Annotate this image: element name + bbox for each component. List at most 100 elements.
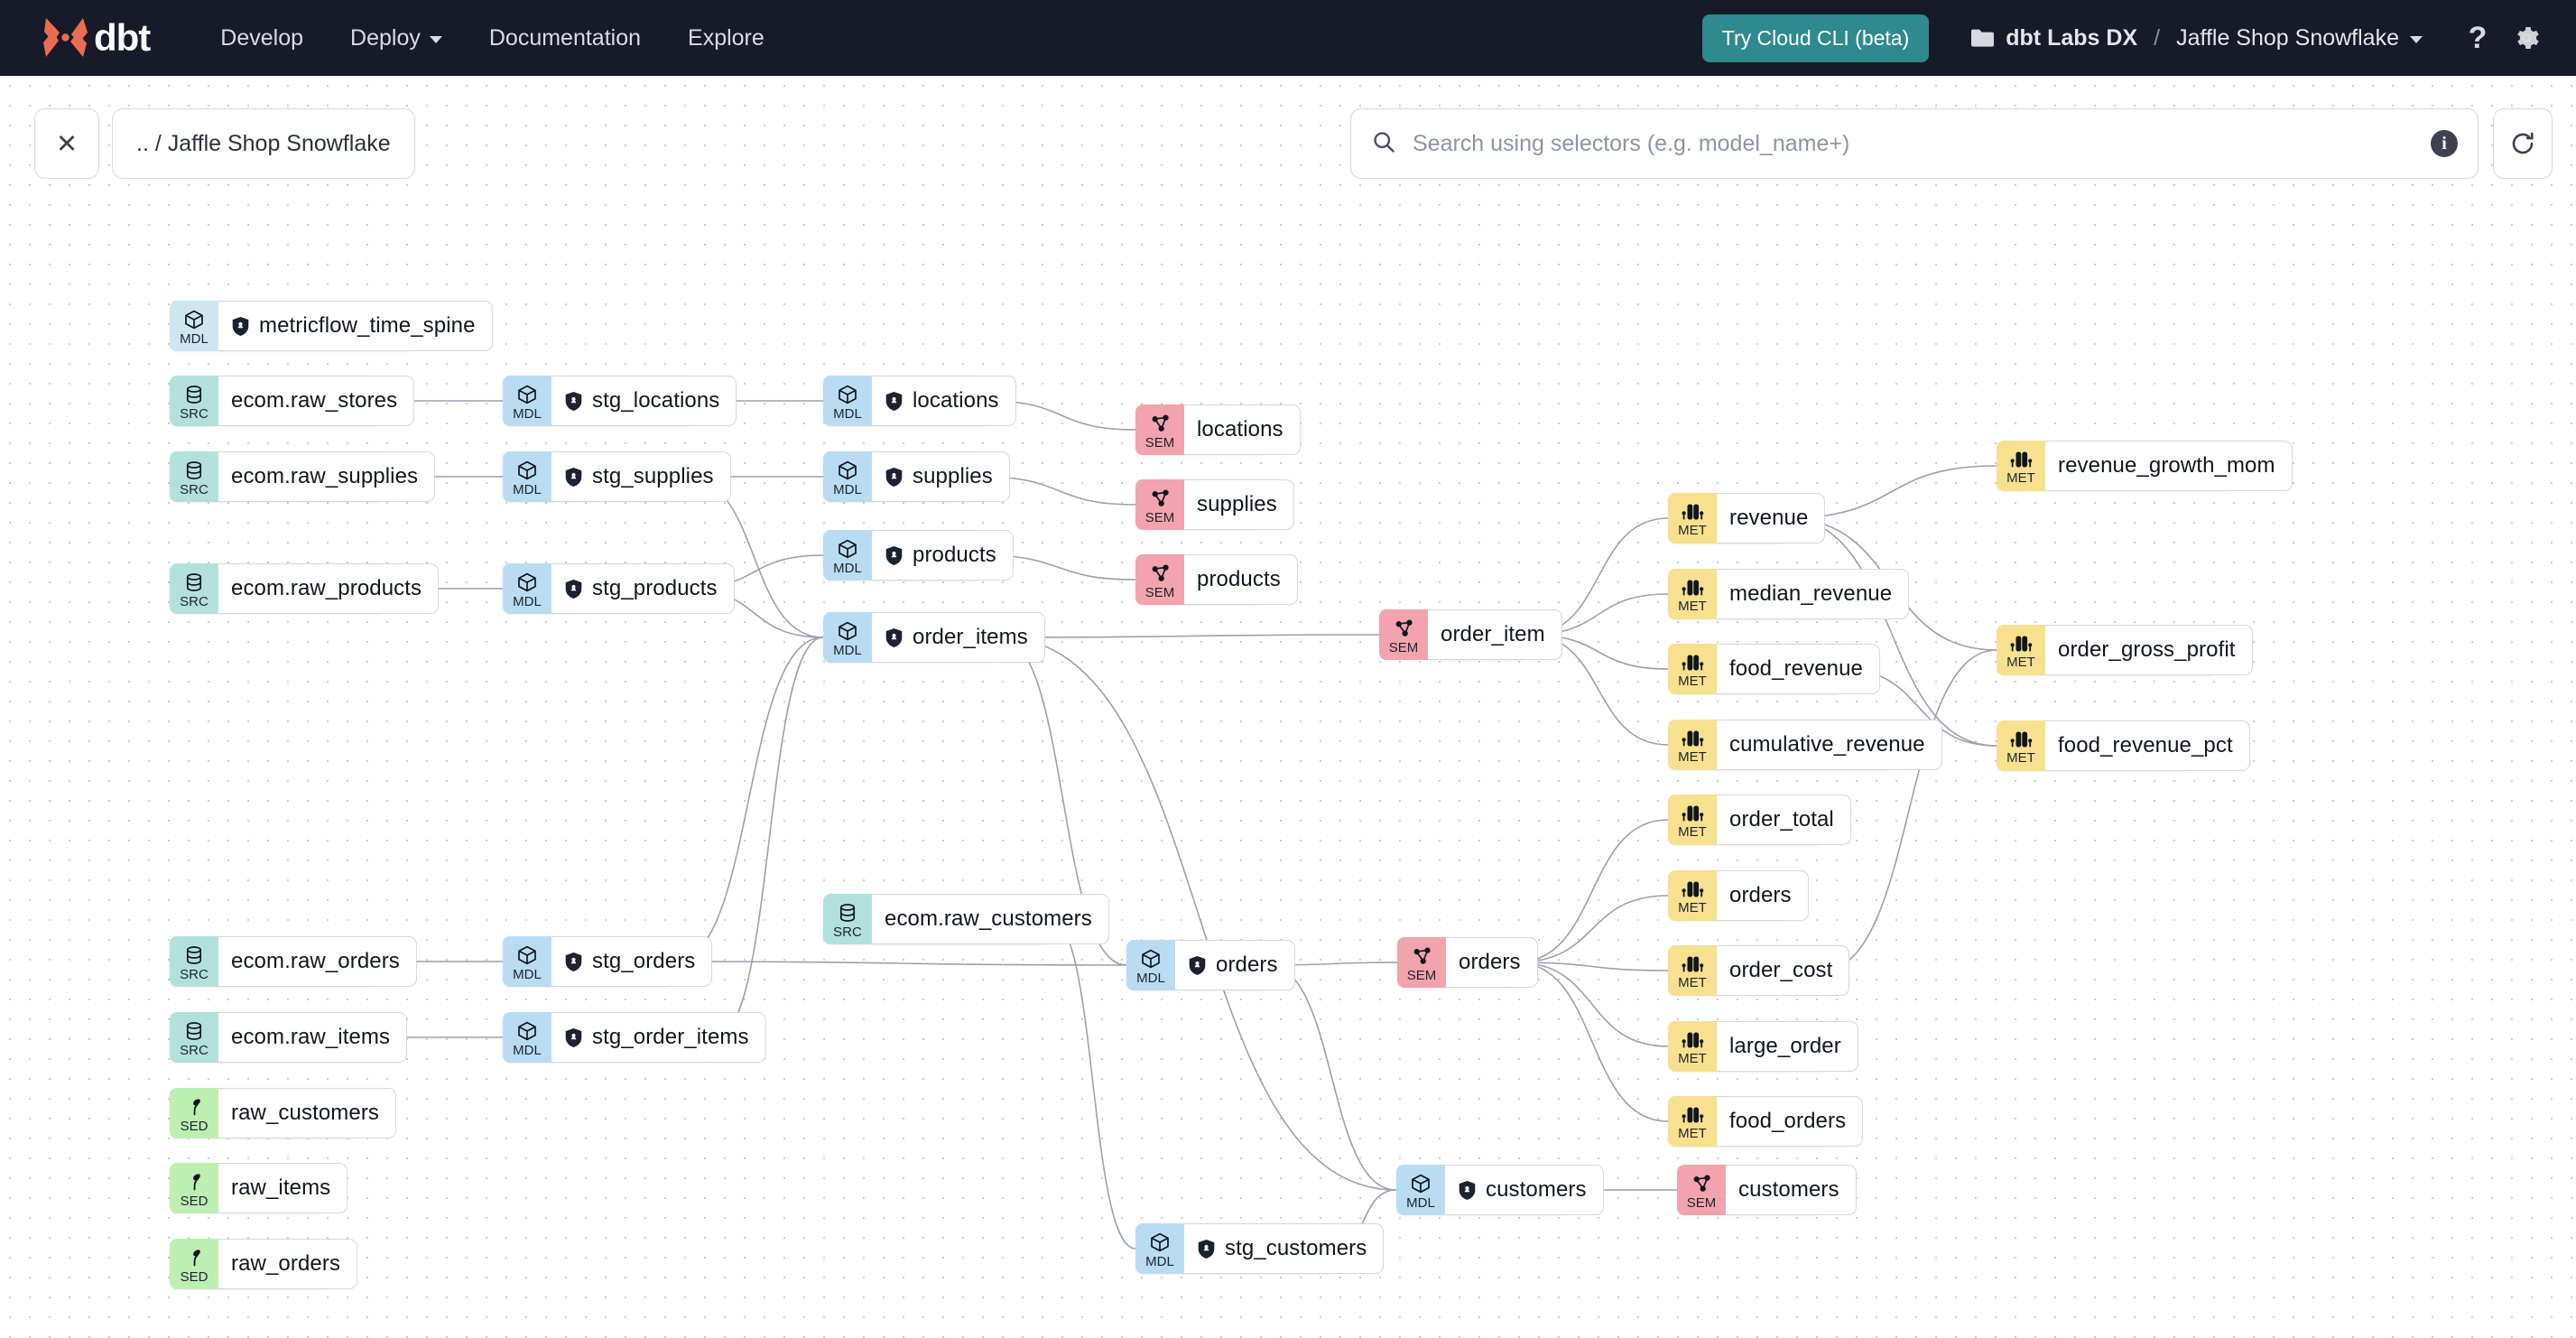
node-body[interactable]: median_revenue [1717, 569, 1910, 619]
node-body[interactable]: ecom.raw_items [218, 1012, 408, 1063]
node-body[interactable]: customers [1445, 1165, 1604, 1215]
node-body[interactable]: stg_customers [1184, 1223, 1385, 1274]
node-body[interactable]: locations [872, 376, 1016, 426]
node-body[interactable]: ecom.raw_customers [872, 894, 1109, 944]
node-body[interactable]: food_revenue_pct [2045, 720, 2250, 771]
node-body[interactable]: metricflow_time_spine [218, 301, 493, 351]
node-body[interactable]: stg_products [551, 563, 735, 614]
close-icon[interactable]: ✕ [34, 108, 99, 179]
breadcrumb-account[interactable]: dbt Labs DX [2006, 24, 2138, 51]
node-body[interactable]: order_total [1717, 794, 1851, 845]
node-body[interactable]: food_revenue [1717, 644, 1880, 694]
node-body[interactable]: products [1184, 554, 1298, 605]
node-body[interactable]: ecom.raw_supplies [218, 451, 436, 502]
dbt-brand[interactable]: dbt [42, 14, 151, 61]
node-body[interactable]: stg_locations [551, 376, 737, 426]
node-body[interactable]: stg_order_items [551, 1012, 766, 1063]
bar-chart-icon [1681, 502, 1704, 524]
refresh-icon[interactable] [2493, 108, 2553, 179]
node-body[interactable]: orders [1175, 940, 1295, 990]
breadcrumb-project[interactable]: Jaffle Shop Snowflake [2176, 24, 2399, 51]
info-icon[interactable]: i [2431, 130, 2458, 157]
gear-icon[interactable] [2502, 14, 2551, 62]
node-body[interactable]: order_item [1428, 609, 1562, 660]
search-input[interactable] [1411, 129, 2416, 158]
node-body[interactable]: locations [1184, 404, 1301, 455]
node-body[interactable]: products [872, 530, 1014, 581]
nav-item-explore[interactable]: Explore [664, 16, 788, 60]
node-body[interactable]: order_items [872, 612, 1045, 663]
node-body[interactable]: order_gross_profit [2045, 625, 2253, 675]
chevron-down-icon[interactable] [2410, 35, 2423, 43]
node-body[interactable]: large_order [1717, 1021, 1858, 1072]
node-body[interactable]: cumulative_revenue [1717, 720, 1942, 770]
lineage-canvas[interactable]: ✕ .. / Jaffle Shop Snowflake i MDLmetric… [0, 76, 2576, 1338]
node-body[interactable]: stg_orders [551, 936, 713, 987]
search-bar[interactable]: i [1350, 108, 2479, 179]
node-body[interactable]: raw_items [218, 1163, 348, 1213]
node-body[interactable]: revenue_growth_mom [2045, 441, 2293, 491]
node-body[interactable]: revenue [1717, 493, 1826, 544]
node-body[interactable]: orders [1446, 937, 1538, 988]
node-body[interactable]: raw_customers [218, 1088, 397, 1138]
node-body[interactable]: ecom.raw_products [218, 563, 440, 614]
try-cloud-cli-button[interactable]: Try Cloud CLI (beta) [1701, 14, 1930, 62]
nav-item-documentation[interactable]: Documentation [466, 16, 664, 60]
node-body[interactable]: order_cost [1717, 945, 1850, 996]
node-body[interactable]: food_orders [1717, 1096, 1864, 1147]
node-body[interactable]: orders [1717, 870, 1809, 921]
node-body[interactable]: stg_supplies [551, 451, 731, 502]
node-body[interactable]: supplies [872, 451, 1010, 502]
nav-item-develop[interactable]: Develop [197, 16, 327, 60]
graph-breadcrumb[interactable]: .. / Jaffle Shop Snowflake [112, 108, 415, 179]
node-body[interactable]: raw_orders [218, 1239, 358, 1289]
help-icon[interactable]: ? [2468, 20, 2488, 55]
node-body[interactable]: customers [1726, 1165, 1857, 1215]
node-body[interactable]: supplies [1184, 479, 1294, 530]
nav-item-deploy[interactable]: Deploy [327, 16, 466, 60]
node-body[interactable]: ecom.raw_orders [218, 936, 417, 987]
node-body[interactable]: ecom.raw_stores [218, 376, 415, 426]
